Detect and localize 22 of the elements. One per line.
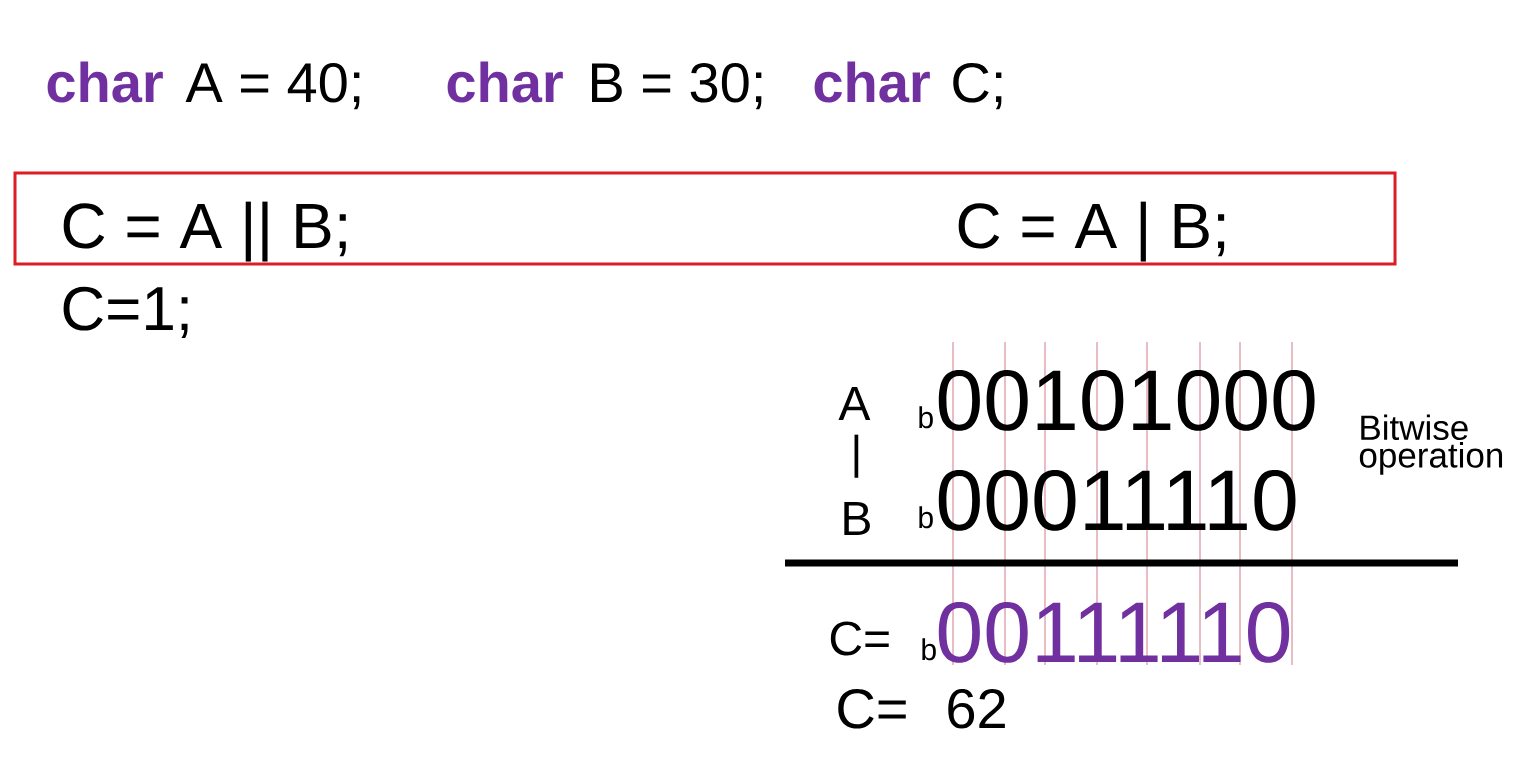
keyword-text: char (814, 61, 930, 103)
result-label: C= (838, 688, 906, 729)
keyword-text: char (447, 61, 563, 103)
code-text: C = A | B; (958, 201, 1225, 262)
keyword-text: char (47, 61, 163, 103)
binary-number: 00111110 (938, 601, 1290, 663)
binary-prefix: b (919, 506, 933, 529)
result-label: C= (830, 621, 889, 656)
operator-symbol: | (854, 434, 859, 478)
annotation-text: Bitwise operation (1359, 414, 1503, 475)
operand-label: B (844, 501, 870, 535)
code-text: B = 30; (592, 62, 762, 110)
code-text: A = 40; (185, 62, 360, 110)
binary-number: 00011110 (938, 469, 1296, 531)
code-text: C; (953, 62, 1002, 110)
highlight-box (13, 171, 1397, 266)
binary-prefix: b (919, 406, 933, 429)
binary-number: 00101000 (938, 369, 1315, 431)
result-value: 62 (948, 688, 1005, 729)
operand-label: A (838, 386, 871, 420)
binary-prefix: b (922, 638, 936, 661)
code-text: C = A || B; (63, 201, 346, 262)
